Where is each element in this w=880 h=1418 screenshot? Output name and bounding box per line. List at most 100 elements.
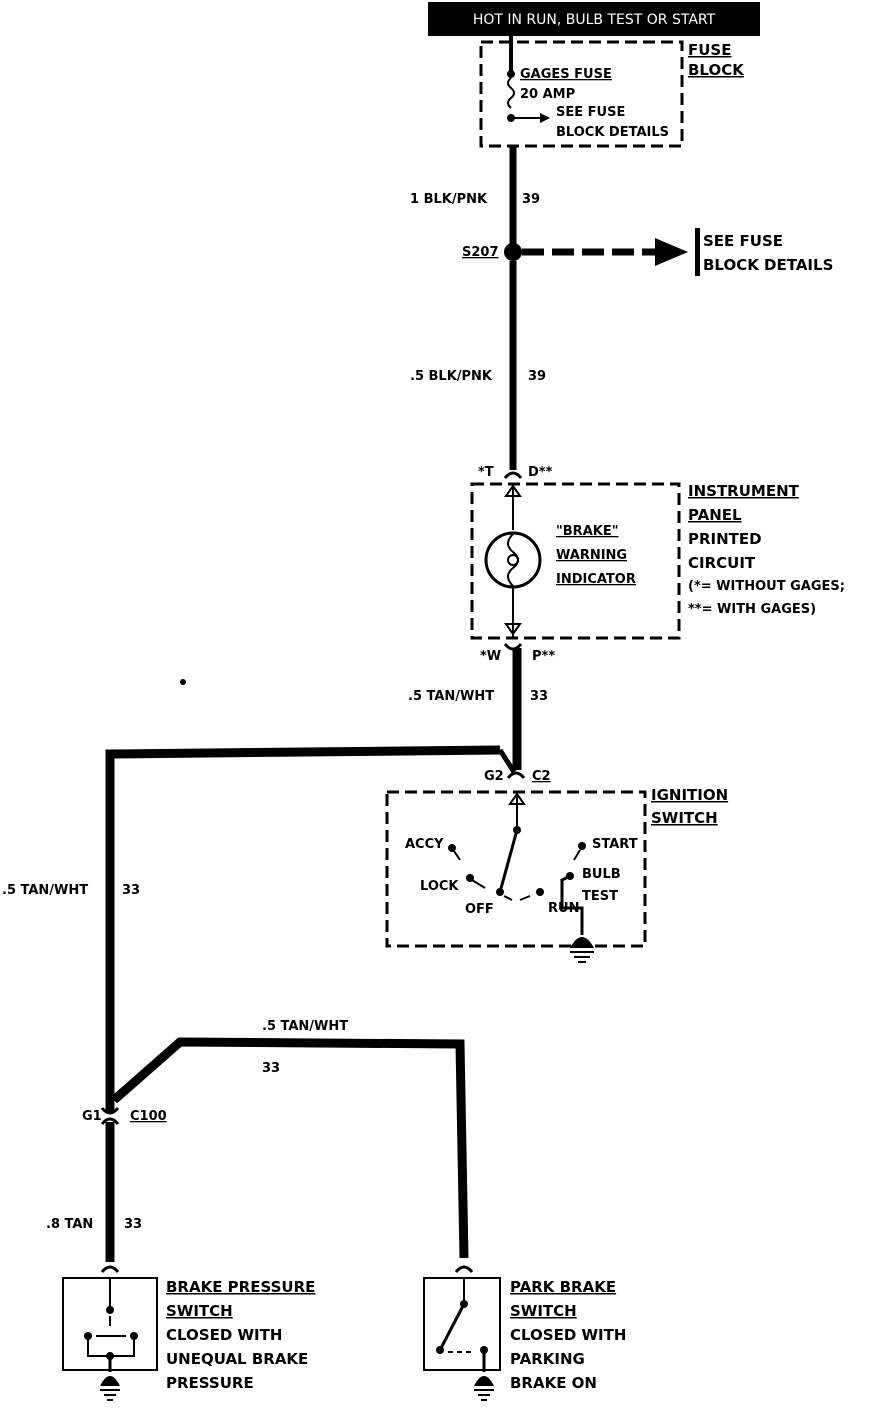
fuse-block-title-2: BLOCK [688,61,745,79]
ip-arrow-top [504,484,522,497]
ip-connector-top-right: D** [528,465,553,480]
ignition-connector [506,771,526,779]
park-brake-ground [474,1376,494,1386]
brake-pressure-line-3: CLOSED WITH [166,1326,282,1344]
fuse-rating-label: 20 AMP [520,87,575,102]
ip-line-6: **= WITH GAGES) [688,602,816,617]
ignition-ground-bulb [570,937,594,948]
ip-connector-bottom-left: *W [480,649,501,664]
ip-connector-bottom-right: P** [532,649,555,664]
ignition-switch-arm [498,829,519,893]
bulb-filament [507,533,519,587]
park-brake-connector [454,1265,474,1273]
ignition-pos-bulb: BULB [582,867,621,882]
c100-connector-top [100,1107,120,1115]
wire-39-mid-gauge: .5 BLK/PNK [410,369,493,384]
ignition-connector-right: C2 [532,769,551,784]
brake-pressure-line-5: PRESSURE [166,1374,254,1392]
wire-39-top-gauge: 1 BLK/PNK [410,192,488,207]
ignition-pos-run: RUN [548,901,579,916]
park-brake-line-4: PARKING [510,1350,585,1368]
ignition-contact-off [496,888,504,896]
park-brake-line-3: CLOSED WITH [510,1326,626,1344]
ip-line-3: PRINTED [688,530,762,548]
park-brake-arm [438,1303,466,1351]
splice-s207 [504,243,522,261]
fuse-see-2: BLOCK DETAILS [556,125,669,140]
fuse-see-1: SEE FUSE [556,105,625,120]
header-label: HOT IN RUN, BULB TEST OR START [473,12,716,28]
splice-s207-label: S207 [462,245,499,260]
park-brake-contact-left [436,1346,444,1354]
ip-title-1: INSTRUMENT [688,482,800,500]
indicator-label-1: "BRAKE" [556,524,618,539]
brake-pressure-title-2: SWITCH [166,1302,233,1320]
splice-branch-arrowhead [655,238,688,266]
wire-33-ip-gauge: .5 TAN/WHT [408,689,494,704]
wire-33-left-gauge: .5 TAN/WHT [2,883,88,898]
ignition-run-dash [519,895,531,901]
ignition-input-arrow [508,792,526,805]
ignition-pos-lock: LOCK [420,879,459,894]
c100-right-label: C100 [130,1109,167,1124]
ignition-lock-dash [471,879,486,889]
ip-connector-top-left: *T [478,465,494,480]
wire-33-left-loop [105,745,501,1112]
ignition-contact-run [536,888,544,896]
stray-mark [180,679,186,685]
fuse-block-title-1: FUSE [688,41,731,59]
ignition-title-2: SWITCH [651,809,718,827]
ignition-title-1: IGNITION [651,786,728,804]
fuse-detail-arrowhead [540,113,550,123]
ip-line-5: (*= WITHOUT GAGES; [688,579,845,594]
gages-fuse-label: GAGES FUSE [520,67,612,82]
brake-pressure-title-1: BRAKE PRESSURE [166,1278,315,1296]
wire-33-ip-circuit: 33 [530,689,548,704]
ignition-start-dash [573,849,581,861]
wire-33-left-join [497,748,517,774]
ignition-contact-start [578,842,586,850]
wire-33-right-branch [111,1037,469,1259]
ignition-pos-off: OFF [465,902,494,917]
ignition-connector-left: G2 [484,769,504,784]
indicator-label-2: WARNING [556,548,627,563]
park-brake-line-5: BRAKE ON [510,1374,597,1392]
ignition-off-dash [503,895,513,901]
ignition-pos-test: TEST [582,889,618,904]
brake-warning-bulb [484,531,542,589]
ip-arrow-bottom [504,623,522,636]
splice-see-2: BLOCK DETAILS [703,256,833,274]
ignition-pos-accy: ACCY [405,837,444,852]
ignition-bulb-wire [560,874,584,935]
wire-33-brake-gauge: .8 TAN [46,1217,93,1232]
park-brake-switch-box [423,1277,501,1371]
park-brake-title-2: SWITCH [510,1302,577,1320]
splice-branch-bracket [695,228,700,276]
wire-39-mid-circuit: 39 [528,369,546,384]
wire-33-right-circuit: 33 [262,1061,280,1076]
ignition-pos-start: START [592,837,638,852]
ip-connector-top [503,471,523,479]
wire-33-brake-circuit: 33 [124,1217,142,1232]
indicator-label-3: INDICATOR [556,572,636,587]
brake-pressure-contact-top [106,1306,114,1314]
splice-see-1: SEE FUSE [703,232,783,250]
wire-33-right-gauge: .5 TAN/WHT [262,1019,348,1034]
c100-connector-bottom [100,1117,120,1125]
bulb-filament-center [507,554,519,566]
brake-pressure-ground [100,1376,120,1386]
ip-line-4: CIRCUIT [688,554,756,572]
wire-39-top-circuit: 39 [522,192,540,207]
wire-33-left-circuit: 33 [122,883,140,898]
brake-pressure-connector [100,1265,120,1273]
park-brake-title-1: PARK BRAKE [510,1278,616,1296]
fuse-symbol [507,77,515,109]
header-bar [428,2,760,36]
c100-left-label: G1 [82,1109,102,1124]
fuse-terminal-top [507,70,515,78]
brake-pressure-line-4: UNEQUAL BRAKE [166,1350,308,1368]
fuse-block-box [479,40,684,148]
ignition-accy-dash [451,847,461,861]
ip-title-2: PANEL [688,506,742,524]
